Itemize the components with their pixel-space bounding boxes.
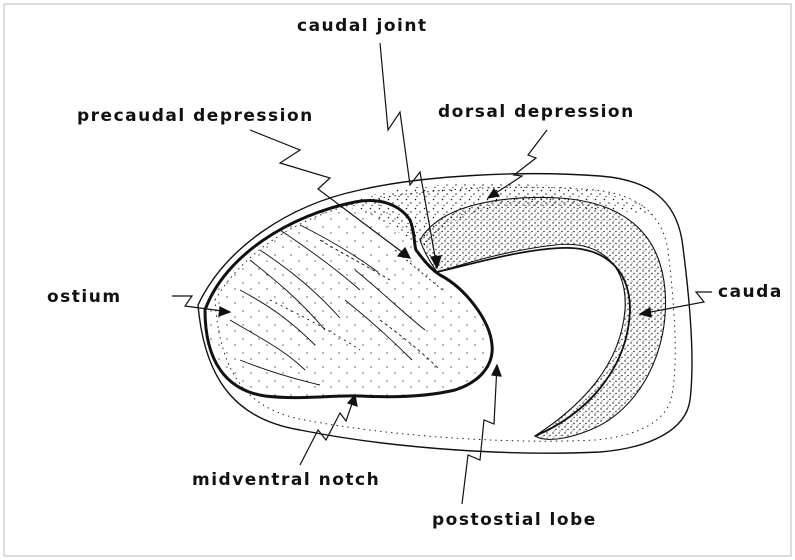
label-postostial-lobe: postostial lobe xyxy=(432,510,597,530)
label-cauda: cauda xyxy=(718,282,783,302)
label-ostium: ostium xyxy=(47,287,122,307)
label-dorsal-depression: dorsal depression xyxy=(438,102,635,122)
arrowhead-postostial-lobe xyxy=(492,365,501,376)
label-caudal-joint: caudal joint xyxy=(297,16,428,36)
label-midventral-notch: midventral notch xyxy=(192,470,380,490)
arrow-midventral-notch xyxy=(300,395,355,465)
label-precaudal-depression: precaudal depression xyxy=(77,106,314,126)
